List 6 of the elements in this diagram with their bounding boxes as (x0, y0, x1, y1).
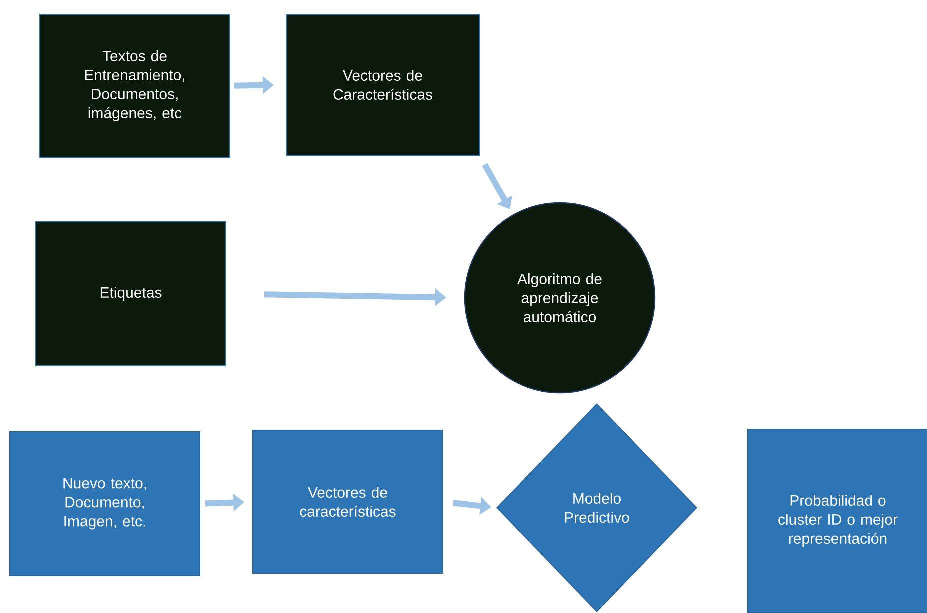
process-box: Probabilidad o cluster ID o mejor representación (748, 429, 927, 613)
process-box: Textos de Entrenamiento, Documentos, imágenes, etc (40, 14, 230, 158)
process-box: Etiquetas (36, 222, 226, 366)
process-box: Vectores de Características (286, 14, 480, 156)
process-box: Vectores de características (252, 430, 444, 574)
process-box: Nuevo texto, Documento, Imagen, etc. (10, 432, 200, 576)
